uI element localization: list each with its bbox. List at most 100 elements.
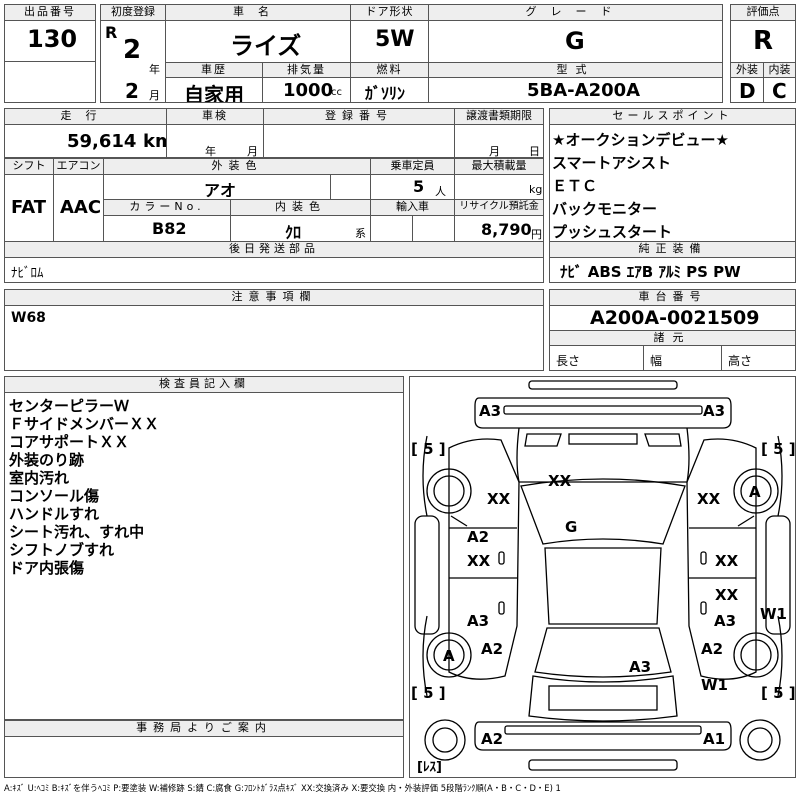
reg-year: 2 <box>123 35 142 65</box>
first-reg-cell: R 2 年 2 月 <box>100 20 166 103</box>
insp-year-unit: 年 <box>205 145 216 158</box>
sales-point-item: ★オークションデビュー★ <box>552 131 729 149</box>
car-damage-diagram: A3 A3 [ 5 ] [ 5 ] XX XX XX A G A2 XX XX … <box>411 380 796 775</box>
int-color-label: 内装色 <box>230 199 371 216</box>
door-label: ドア形状 <box>350 4 429 21</box>
inspector-line: コンソール傷 <box>9 487 100 505</box>
era: R <box>105 23 118 42</box>
history-cell: 自家用 <box>165 77 263 103</box>
grade-cell: G <box>428 20 723 63</box>
equipment-cell: ﾅﾋﾞ ABS ｴｱB ｱﾙﾐ PS PW <box>549 257 796 283</box>
spec-length-label: 長さ <box>556 354 581 368</box>
ext-color-label: 外装色 <box>103 158 371 175</box>
mark-xx-left-fender: XX <box>487 490 511 508</box>
inspector-line: 室内汚れ <box>9 469 70 487</box>
first-reg-label: 初度登録 <box>100 4 166 21</box>
ac-cell: AAC <box>53 174 104 242</box>
recycle-unit: 円 <box>531 228 542 241</box>
shift-cell: FAT <box>4 174 54 242</box>
inspector-line: ハンドルすれ <box>9 505 100 523</box>
mark-a3-right-rear: A3 <box>714 612 736 630</box>
sales-point-item: バックモニター <box>552 200 658 218</box>
reg-no-label: 登録番号 <box>263 108 455 125</box>
mark-a3-front-left: A3 <box>479 402 501 420</box>
mark-a3-left-rear: A3 <box>467 612 489 630</box>
load-label: 最大積載量 <box>454 158 544 175</box>
mark-g-roof: G <box>565 518 577 536</box>
inspector-line: 外装のり跡 <box>9 451 85 469</box>
color-no-label: カラーNo. <box>103 199 231 216</box>
mark-a2-right-quarter: A2 <box>701 640 723 658</box>
mark-five-bottom-right: [ 5 ] <box>761 684 796 702</box>
year-unit: 年 <box>149 63 160 76</box>
inspector-line: コアサポートＸＸ <box>9 433 130 451</box>
model-label: 型式 <box>428 62 723 78</box>
transfer-month: 月 <box>489 145 500 158</box>
notes: W68 <box>11 310 46 326</box>
car-name-label: 車名 <box>165 4 351 21</box>
spec-height-label: 高さ <box>728 354 753 368</box>
chassis-no: A200A-0021509 <box>590 307 760 329</box>
score-label: 評価点 <box>730 4 796 21</box>
score-cell: R <box>730 20 796 63</box>
mark-rear-note: [ﾚｽ] <box>417 760 442 775</box>
mileage: 59,614 <box>67 131 137 152</box>
office-label: 事務局よりご案内 <box>4 720 404 737</box>
later-parts: ﾅﾋﾞﾛﾑ <box>11 266 44 281</box>
mileage-cell: 59,614 km <box>4 124 167 158</box>
spec-width-label: 幅 <box>650 354 663 368</box>
car-name-cell: ライズ <box>165 20 351 63</box>
sales-point-item: ＥＴＣ <box>552 177 598 195</box>
capacity: 5 <box>413 177 425 196</box>
mark-w1-pillar: W1 <box>760 605 787 623</box>
history-label: 車歴 <box>165 62 263 78</box>
transfer-day: 日 <box>529 145 540 158</box>
capacity-label: 乗車定員 <box>370 158 455 175</box>
sales-point-item: スマートアシスト <box>552 154 671 172</box>
recycle-label: リサイクル預託金 <box>454 199 544 216</box>
mileage-unit: km <box>143 131 166 152</box>
int-color-cell: ｸﾛ 系 <box>230 215 371 242</box>
ext-color: アオ <box>204 181 237 200</box>
shift: FAT <box>11 197 47 218</box>
sales-point-item: プッシュスタート <box>552 223 673 241</box>
mark-wheel-rear-left: A <box>443 647 455 665</box>
exterior-score: D <box>739 79 756 103</box>
displacement-label: 排気量 <box>262 62 351 78</box>
lot-empty-cell <box>4 61 96 103</box>
inspector-line: センターピラーＷ <box>9 397 130 415</box>
mark-five-top-right: [ 5 ] <box>761 440 796 458</box>
color-no: B82 <box>152 219 187 238</box>
mark-a2-rear-left: A2 <box>481 730 503 748</box>
grade: G <box>565 27 585 55</box>
fuel-label: 燃料 <box>350 62 429 78</box>
displacement: 1000 <box>283 80 334 101</box>
later-parts-cell: ﾅﾋﾞﾛﾑ <box>4 257 544 283</box>
car-name: ライズ <box>230 32 302 60</box>
mark-w1-right-quarter: W1 <box>701 676 728 694</box>
reg-no-cell <box>263 124 455 158</box>
import-label: 輸入車 <box>370 199 455 216</box>
damage-diagram-frame <box>409 376 796 778</box>
model: 5BA-A200A <box>527 80 641 101</box>
interior-score: C <box>772 79 787 103</box>
capacity-cell: 5 人 <box>370 174 455 200</box>
legend: A:ｷｽﾞ U:ﾍｺﾐ B:ｷｽﾞを伴うﾍｺﾐ P:要塗装 W:補修跡 S:錆 … <box>4 783 561 793</box>
shift-label: シフト <box>4 158 54 175</box>
inspector-line: ＦサイドメンバーＸＸ <box>9 415 160 433</box>
history: 自家用 <box>184 83 244 103</box>
lot-no: 130 <box>27 25 78 53</box>
ac-label: エアコン <box>53 158 104 175</box>
inspector-cell: センターピラーＷ ＦサイドメンバーＸＸ コアサポートＸＸ 外装のり跡 室内汚れ … <box>4 392 404 720</box>
recycle: 8,790 <box>481 220 532 239</box>
interior-label: 内装 <box>763 62 796 78</box>
office-cell <box>4 736 404 778</box>
spec-length-cell: 長さ <box>549 345 644 371</box>
color-no-cell: B82 <box>103 215 231 242</box>
score: R <box>753 26 774 56</box>
transfer-cell: 月 日 <box>454 124 544 158</box>
load-cell: kg <box>454 174 544 200</box>
ext-color-extra-cell <box>330 174 371 200</box>
inspector-line: シート汚れ、すれ中 <box>9 523 145 541</box>
inspector-label: 検査員記入欄 <box>4 376 404 393</box>
